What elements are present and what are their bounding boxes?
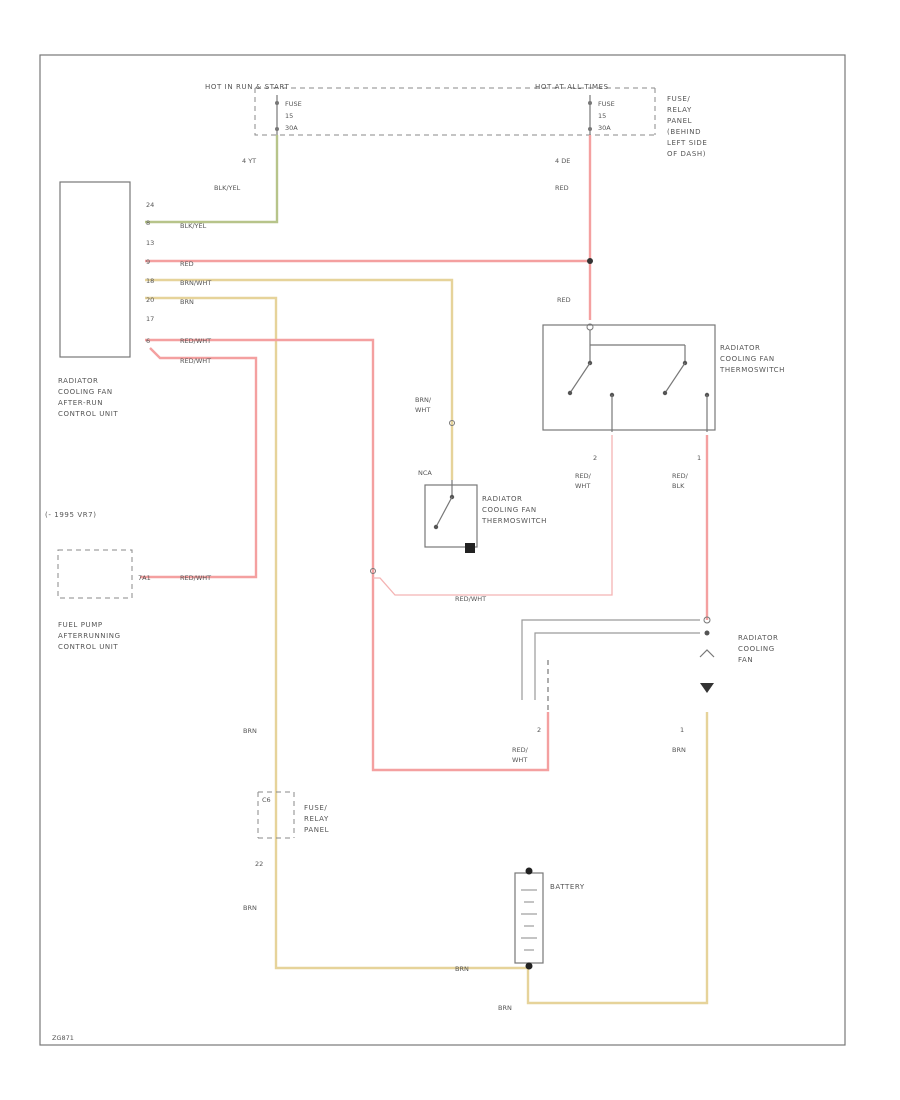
wire-red-wht-fan [145,338,550,772]
ts-small-label-2: COOLING FAN [482,506,537,514]
fuse-panel-label-5: LEFT SIDE [667,139,707,147]
cu-pin-20-color: BRN [180,298,194,306]
wire-brn-main [145,296,527,970]
cu-pin-18: 18 [146,277,154,285]
hot-in-run-label: HOT IN RUN & START [205,83,289,91]
fuse-panel-label-2: RELAY [667,106,692,114]
wire-red-wht-fuelpump [140,347,258,579]
ts-main-label-2: COOLING FAN [720,355,775,363]
fuel-pump-label-3: CONTROL UNIT [58,643,118,651]
ts-main-label-3: THERMOSWITCH [719,366,785,374]
wire-red-mid: RED [557,296,571,304]
wire-left-color: BLK/YEL [214,184,241,192]
fuse-panel-label-1: FUSE/ [667,95,690,103]
fuse-relay-panel-bottom: C6 22 FUSE/ RELAY PANEL [255,791,329,868]
fuel-pump-note: (- 1995 VR7) [45,511,97,519]
fuse-left-word: FUSE [285,100,302,108]
cu-pin-6-color: RED/WHT [180,337,211,345]
after-run-control-unit: 24 8 BLK/YEL 13 9 RED 18 BRN/WHT 20 BRN … [58,181,211,418]
fan-red-wht-2: WHT [512,756,527,764]
footer-code: ZG871 [52,1034,74,1042]
fuse-panel-top: HOT IN RUN & START HOT AT ALL TIMES FUSE… [205,83,707,158]
wire-brn-batt-label: BRN [455,965,469,973]
fuse-right-word: FUSE [598,100,615,108]
frp-pin-top: C6 [262,796,271,804]
wire-brn-left2-label: BRN [243,904,257,912]
wire-red-wht-sw-1: RED/ [575,472,592,480]
cu-label-3: AFTER-RUN [58,399,103,407]
fan-label-2: COOLING [738,645,775,653]
cu-label-2: COOLING FAN [58,388,113,396]
fuse-panel-label-3: PANEL [667,117,692,125]
hot-at-all-times-label: HOT AT ALL TIMES [535,83,609,91]
fan-label-3: FAN [738,656,753,664]
ts-small-label-3: THERMOSWITCH [481,517,547,525]
ts-main-pin-2: 2 [593,454,597,462]
fan-red-wht-1: RED/ [512,746,529,754]
frp-pin-bottom: 22 [255,860,263,868]
cu-pin-8: 8 [146,219,150,227]
ts-main-pin-1: 1 [697,454,701,462]
fuel-pump-label-2: AFTERRUNNING [58,632,121,640]
fuse-right-amp: 30A [598,124,611,132]
wire-right-color: RED [555,184,569,192]
diagram-frame [39,54,846,1046]
fuse-right-number: 15 [598,112,606,120]
fuse-left-number: 15 [285,112,293,120]
wire-brn-wht-1: BRN/ [415,396,432,404]
cu-pin-6: 6 [146,337,150,345]
cu-pin-17: 17 [146,315,154,323]
fuel-pump-wire: RED/WHT [180,574,211,582]
ts-main-label-1: RADIATOR [720,344,761,352]
frp-label-2: RELAY [304,815,329,823]
thermoswitch-small: NCA RADIATOR COOLING FAN THERMOSWITCH [418,469,547,553]
fan-label-1: RADIATOR [738,634,779,642]
cu-pin-8-color: BLK/YEL [180,222,207,230]
wire-red-wht-switch [373,435,613,596]
frp-label-3: PANEL [304,826,329,834]
wire-brn-wht [145,278,454,480]
radiator-cooling-fan: 2 1 RED/ WHT RADIATOR COOLING FAN [512,616,779,764]
cu-pin-20: 20 [146,296,154,304]
cu-pin-9-color: RED [180,260,194,268]
fuel-pump-pin: 7A1 [138,574,151,582]
battery: BATTERY [514,867,585,970]
wire-right-gauge: 4 DE [555,157,570,165]
ts-small-label-1: RADIATOR [482,495,523,503]
cu-label-1: RADIATOR [58,377,99,385]
wire-brn-fan-label: BRN [672,746,686,754]
wire-red-wht-long: RED/WHT [455,595,486,603]
fuel-pump-control-unit: (- 1995 VR7) 7A1 RED/WHT FUEL PUMP AFTER… [45,511,211,651]
cu-pin-24: 24 [146,201,154,209]
cu-pin-18-color: BRN/WHT [180,279,211,287]
fuel-pump-label-1: FUEL PUMP [58,621,103,629]
fuse-panel-label-4: (BEHIND [667,128,701,136]
frp-label-1: FUSE/ [304,804,327,812]
fan-pin-1: 1 [680,726,684,734]
cu-label-4: CONTROL UNIT [58,410,118,418]
cu-pin-9: 9 [146,258,150,266]
wire-brn-wht-2: WHT [415,406,430,414]
wire-red-blk-1: RED/ [672,472,689,480]
wire-red-blk-2: BLK [672,482,685,490]
wire-left-gauge: 4 YT [242,157,256,165]
fan-pin-2: 2 [537,726,541,734]
fuse-panel-label-6: OF DASH) [667,150,706,158]
battery-label: BATTERY [550,883,585,891]
wire-red-wht-sw-2: WHT [575,482,590,490]
ts-small-nca: NCA [418,469,432,477]
cu-extra-color: RED/WHT [180,357,211,365]
cu-pin-13: 13 [146,239,154,247]
wire-brn-bottom-label: BRN [498,1004,512,1012]
wire-blk-yel [145,135,279,224]
thermoswitch-main: 2 1 RADIATOR COOLING FAN THERMOSWITCH [542,323,785,462]
wire-brn-left-label: BRN [243,727,257,735]
fuse-left-amp: 30A [285,124,298,132]
wire-brn-fan [526,712,709,1005]
